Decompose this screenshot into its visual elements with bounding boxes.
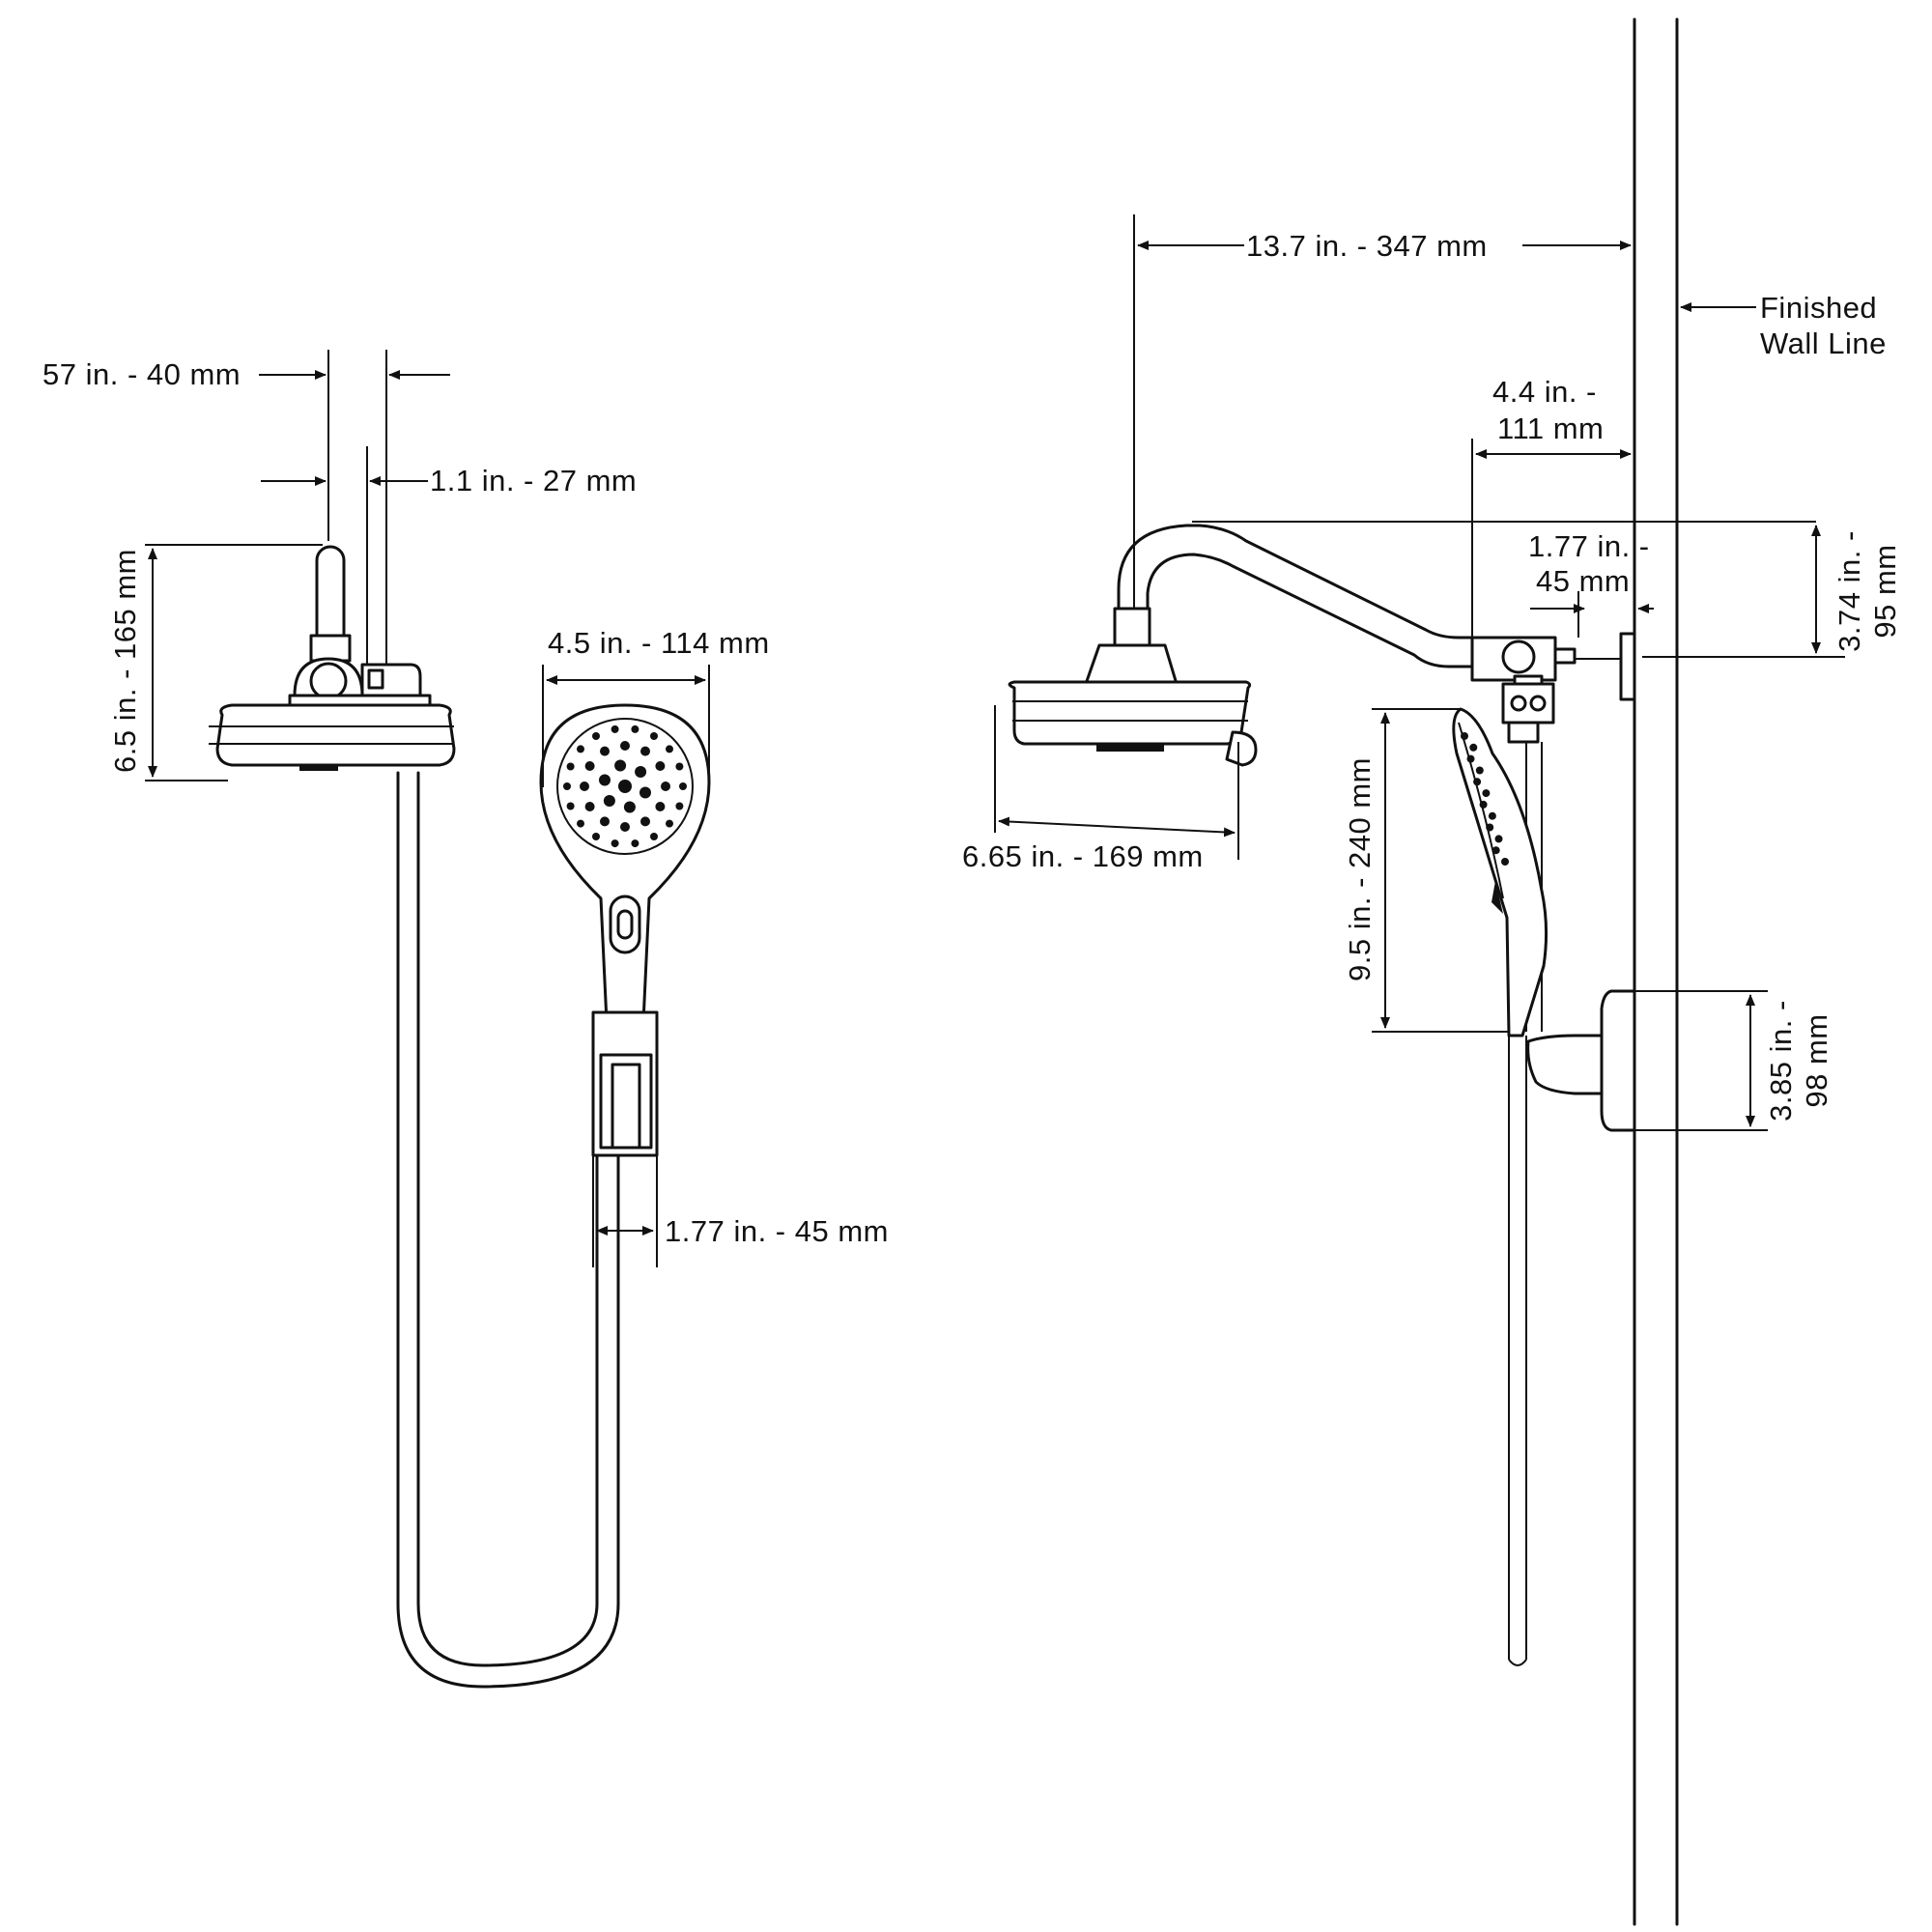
projection-label: 13.7 in. - 347 mm (1246, 229, 1488, 263)
spray-nozzle (635, 766, 647, 778)
diverter-offset-label-line1: 4.4 in. - (1492, 375, 1597, 409)
side-view: Finished Wall Line 13.7 in. - 347 mm 4.4… (962, 17, 1902, 1926)
diverter-mount-icon (1470, 632, 1636, 1032)
side-nozzle (1486, 823, 1494, 832)
wall-label-line1: Finished (1760, 291, 1877, 325)
spray-nozzle (631, 839, 639, 848)
bracket-height-label-line1: 3.85 in. - (1764, 1000, 1798, 1122)
spray-nozzle (650, 833, 658, 840)
head-height-label: 6.5 in. - 165 mm (108, 549, 142, 773)
spray-nozzle (566, 762, 575, 771)
spray-nozzle (611, 839, 619, 848)
spray-nozzle (592, 833, 600, 840)
arm-width-label: 1.1 in. - 27 mm (430, 464, 637, 497)
spray-nozzle (566, 802, 575, 810)
spray-nozzle (603, 795, 615, 807)
spray-nozzle (563, 782, 571, 790)
spray-nozzle (655, 802, 666, 811)
handshower-face-icon (539, 703, 711, 1024)
drop-label-line2: 95 mm (1868, 544, 1902, 638)
spray-nozzle (577, 819, 584, 828)
drop-label-line1: 3.74 in. - (1833, 530, 1866, 652)
spray-nozzle (675, 802, 684, 810)
spray-nozzle (584, 761, 595, 771)
spray-nozzle (661, 781, 670, 791)
showerhead-front-icon (209, 545, 456, 771)
spray-nozzle (679, 782, 687, 790)
flange-label-line1: 1.77 in. - (1528, 529, 1650, 563)
head-diameter-label: 6.65 in. - 169 mm (962, 839, 1204, 873)
side-nozzle (1488, 811, 1496, 820)
side-nozzle (1461, 732, 1468, 740)
spray-nozzle (592, 732, 600, 740)
wall-bracket-icon (1526, 989, 1636, 1132)
spray-nozzle (650, 732, 658, 740)
side-nozzle (1492, 846, 1500, 855)
spray-nozzle (580, 781, 589, 791)
spray-nozzle (631, 724, 639, 733)
side-nozzle (1494, 835, 1503, 843)
side-nozzle (1473, 778, 1482, 786)
spray-nozzle (577, 745, 584, 753)
side-nozzle (1466, 754, 1475, 763)
arm-offset-label: 57 in. - 40 mm (43, 357, 241, 391)
holder-width-label: 1.77 in. - 45 mm (665, 1214, 889, 1248)
side-nozzle (1469, 743, 1478, 752)
diverter-offset-label-line2: 111 mm (1497, 412, 1604, 445)
front-view: 57 in. - 40 mm 1.1 in. - 27 mm 6.5 in. -… (43, 350, 889, 1689)
side-nozzle (1501, 858, 1509, 866)
spray-nozzle (666, 819, 673, 828)
wall-label-line2: Wall Line (1760, 327, 1887, 360)
spray-nozzle (599, 774, 611, 786)
spray-nozzle (584, 802, 595, 811)
handshower-side-icon (1452, 707, 1548, 1666)
spray-nozzle (675, 762, 684, 771)
side-nozzle (1475, 766, 1484, 775)
spray-nozzle (618, 780, 632, 793)
handshower-length-label: 9.5 in. - 240 mm (1343, 757, 1377, 981)
spray-nozzle (611, 724, 619, 733)
bracket-height-label-line2: 98 mm (1800, 1013, 1833, 1107)
spray-nozzle (614, 759, 627, 772)
spray-nozzle (640, 746, 650, 756)
side-nozzles (1461, 732, 1509, 866)
spray-nozzle (620, 822, 630, 832)
spray-nozzle (623, 801, 636, 813)
spray-nozzle (620, 741, 630, 751)
showerhead-side-icon (1008, 521, 1816, 767)
spray-nozzle (666, 745, 673, 753)
side-nozzle (1479, 800, 1488, 809)
handshower-width-label: 4.5 in. - 114 mm (548, 626, 770, 660)
spray-nozzle (655, 761, 666, 771)
spray-nozzle (639, 786, 651, 799)
flange-label-line2: 45 mm (1536, 564, 1630, 598)
spray-nozzle (640, 816, 650, 827)
spray-nozzle (600, 816, 610, 827)
side-nozzle (1482, 789, 1491, 798)
handshower-holder-icon (591, 1010, 659, 1157)
spray-nozzles (563, 724, 687, 848)
spray-nozzle (600, 746, 610, 756)
